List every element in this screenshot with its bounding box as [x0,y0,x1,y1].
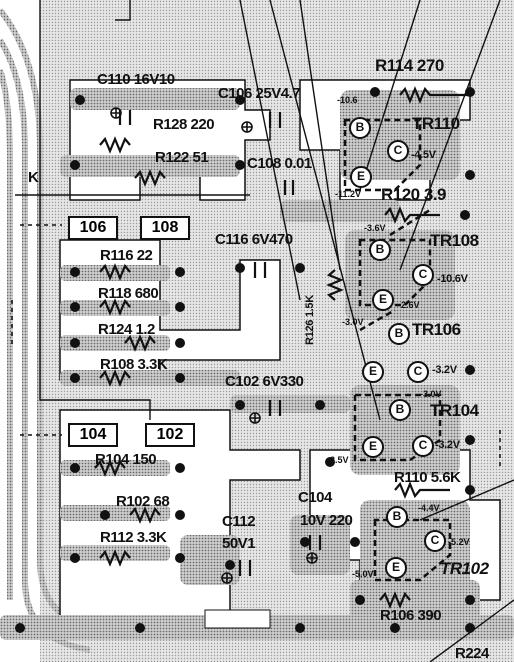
label-r116: R116 22 [100,247,153,264]
label-r110: R110 5.6K [394,469,461,486]
tr110-emitter-pin: E [350,166,372,188]
label-v-3-0b: -3.0V [420,389,442,399]
label-r108: R108 3.3K [100,356,168,373]
label-v-3-0: -3.0V [342,317,364,327]
label-r118: R118 680 [98,285,159,302]
label-c104: C104 [298,489,332,506]
label-r120: R120 3.9 [381,185,447,204]
tr106-collector-pin: C [407,361,429,383]
tr104-base-pin: B [389,399,411,421]
label-r128: R128 220 [153,116,215,133]
tr102-base-pin: B [386,506,408,528]
label-v-2-6: -2.6V [398,300,420,310]
tr106-emitter-pin: E [362,361,384,383]
label-r106: R106 390 [380,607,442,624]
label-c104-rating: 10V 220 [300,512,353,529]
label-c108: C108 0.01 [247,155,312,172]
label-tr104: TR104 [430,401,479,420]
tr110-collector-pin: C [387,140,409,162]
label-r104: R104 150 [95,451,157,468]
label-r102: R102 68 [116,493,170,510]
label-c106: C106 25V4.7 [218,85,301,102]
connector-108: 108 [140,216,190,240]
label-r124: R124 1.2 [98,321,155,338]
dashed-guides [11,224,501,470]
label-v-2-5: 2.5V [330,455,349,465]
label-v-5-2: -5.2V [448,537,470,547]
label-c112-rating: 50V1 [222,535,256,552]
capacitor-symbols [118,110,322,576]
label-v-3-6: -3.6V [364,223,386,233]
label-tr106: TR106 [412,320,461,339]
polarity-marks [110,107,318,584]
label-r114: R114 270 [375,56,444,75]
tr104-collector-pin: C [412,435,434,457]
label-r122: R122 51 [155,149,209,166]
label-v-4-5: -4.5V [411,149,436,161]
tr106-base-pin: B [388,323,410,345]
label-tr102: TR102 [440,559,489,578]
tr102-collector-pin: C [424,530,446,552]
solder-pads [15,87,475,633]
label-k: K [28,169,39,186]
label-tr110: TR110 [412,114,460,133]
jumper-wires [15,0,514,662]
label-v-5-0: -5.0V [352,569,374,579]
resistor-symbols [94,86,470,609]
label-v-10-6b: -10.6V [437,273,468,285]
label-r112: R112 3.3K [100,529,167,546]
tr108-emitter-pin: E [372,289,394,311]
tr104-emitter-pin: E [362,436,384,458]
tr108-collector-pin: C [412,264,434,286]
label-tr108: TR108 [430,231,479,250]
label-c102: C102 6V330 [225,373,304,390]
tr110-base-pin: B [349,117,371,139]
connector-106: 106 [68,216,118,240]
label-v-10-6: -10.6 [337,95,358,105]
connector-104: 104 [68,423,118,447]
label-r126: R126 1.5K [304,295,316,345]
label-v-3-2a: -3.2V [432,364,457,376]
label-c110: C110 16V10 [97,71,175,88]
label-c116: C116 6V470 [215,231,293,248]
tr102-emitter-pin: E [385,557,407,579]
label-v-3-2b: -3.2V [435,439,460,451]
label-c112: C112 [222,513,256,530]
tr108-base-pin: B [369,239,391,261]
label-v-4-4: -4.4V [418,503,440,513]
connector-102: 102 [145,423,195,447]
transistor-outlines [343,118,452,582]
label-r224: R224 [455,645,489,662]
label-v-11-2: -11.2V [335,189,362,199]
